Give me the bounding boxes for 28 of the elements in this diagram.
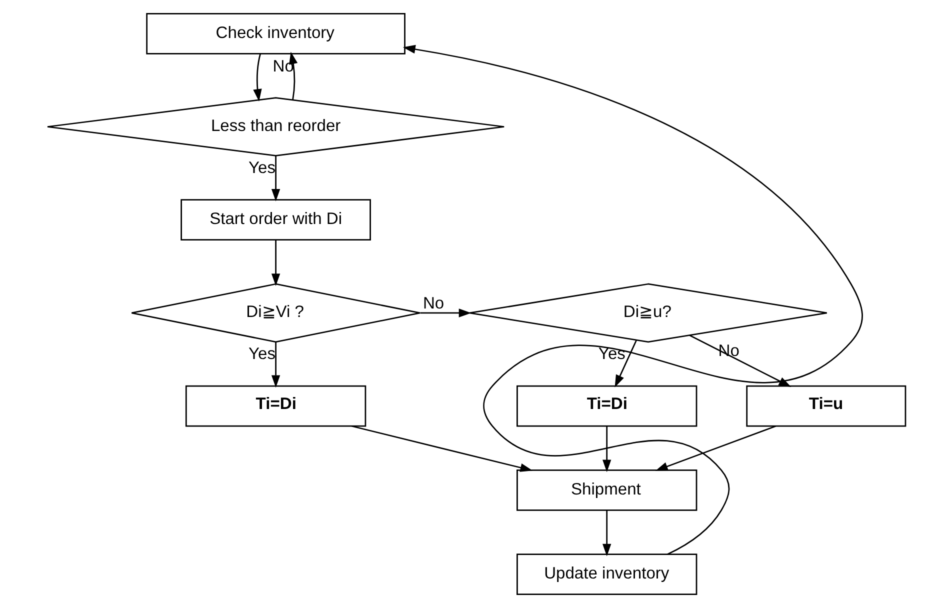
node-diamond: Di≧Vi ? [130,283,420,343]
arrow [270,342,280,388]
arrow [688,334,791,387]
arrow [351,425,532,472]
edge-label: No [272,56,294,76]
node-box: Start order with Di [180,199,370,241]
arrow [614,340,636,388]
node-diamond: Less than reorder [46,97,504,156]
edge-label: Yes [248,344,276,364]
edge-label: Yes [598,344,625,363]
arrow [270,240,280,286]
arrow [420,308,471,318]
edge-label: No [422,293,444,312]
arrow [654,425,776,471]
arrow [402,44,862,555]
edge-label: Yes [248,158,276,178]
arrow [602,510,611,556]
node-diamond: Di≧u? [468,283,828,343]
node-box: Ti=u [746,385,906,427]
arrow [288,52,298,100]
node-box: Check inventory [146,12,405,54]
arrow [252,54,262,102]
node-box: Shipment [516,470,697,511]
node-box: Update inventory [516,554,697,596]
arrow [270,156,280,202]
node-box: Ti=Di [184,385,366,427]
arrow [602,426,611,472]
node-box: Ti=Di [516,385,697,427]
